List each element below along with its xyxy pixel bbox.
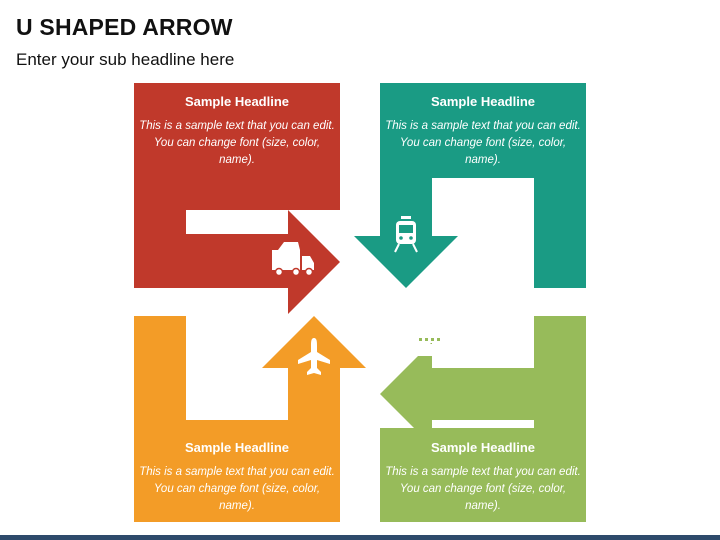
teal-panel-text: Sample Headline This is a sample text th… <box>383 94 583 169</box>
orange-panel-headline: Sample Headline <box>184 440 290 455</box>
red-panel-body: This is a sample text that you can edit.… <box>139 120 335 166</box>
orange-u-arrow <box>134 316 366 522</box>
green-u-arrow <box>380 316 586 522</box>
footer-bar <box>0 535 720 540</box>
green-panel-text: Sample Headline This is a sample text th… <box>383 440 583 515</box>
teal-panel-headline: Sample Headline <box>430 94 536 109</box>
orange-panel-body: This is a sample text that you can edit.… <box>139 466 335 512</box>
red-panel-headline: Sample Headline <box>184 94 290 109</box>
truck-icon <box>272 242 314 277</box>
red-panel-text: Sample Headline This is a sample text th… <box>137 94 337 169</box>
slide-subtitle: Enter your sub headline here <box>16 50 235 69</box>
teal-panel-body: This is a sample text that you can edit.… <box>385 120 581 166</box>
slide-title: U SHAPED ARROW <box>16 14 233 40</box>
green-panel-headline: Sample Headline <box>430 440 536 455</box>
airplane-icon <box>298 338 330 375</box>
orange-panel-text: Sample Headline This is a sample text th… <box>137 440 337 515</box>
train-icon <box>394 216 418 253</box>
ship-icon <box>408 326 454 356</box>
green-panel-body: This is a sample text that you can edit.… <box>385 466 581 512</box>
